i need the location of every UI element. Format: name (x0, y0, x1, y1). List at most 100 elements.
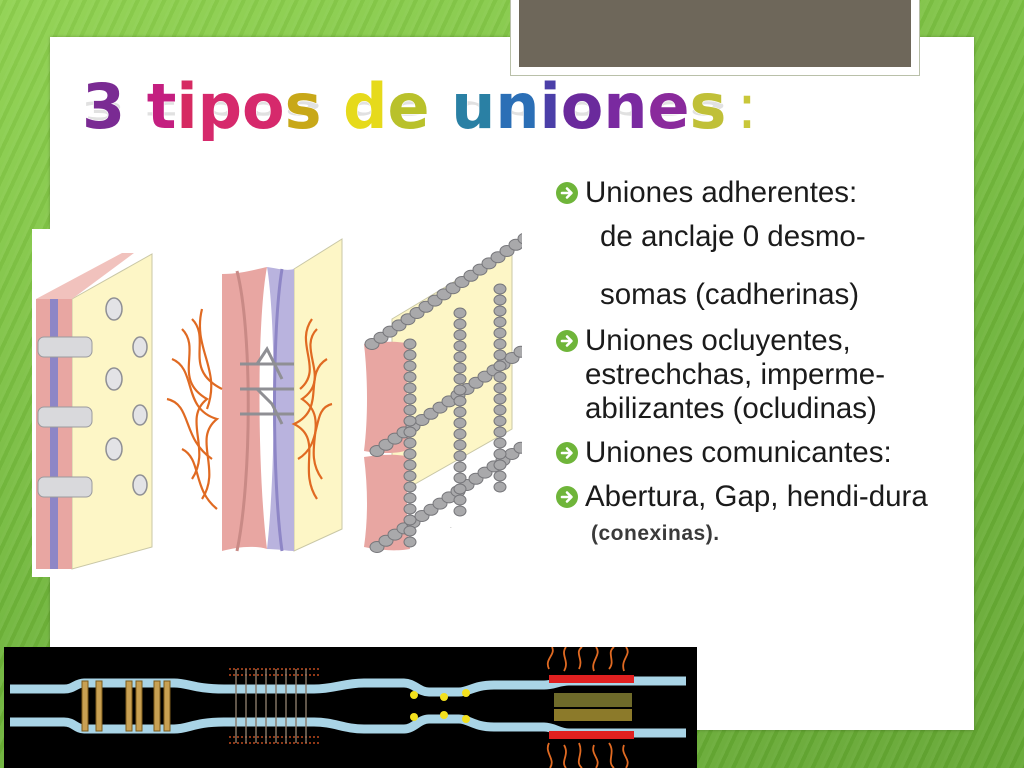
connexon-bead (453, 351, 467, 363)
adherens-bars (81, 680, 171, 732)
connexon-bead (453, 395, 467, 407)
connexon-bead (493, 338, 507, 350)
slide-title: 3 tipos de uniones 3 tipos de uniones: (82, 68, 902, 163)
tight-junction-panel (166, 238, 343, 552)
connexon-bead (453, 450, 467, 462)
tight-junction-strands (229, 668, 319, 744)
desmosome-panel (36, 253, 153, 570)
connexon-beads (364, 232, 533, 553)
connexon-bead (403, 338, 417, 350)
junctions-diagram: · (36, 232, 533, 570)
connexon-bead (453, 362, 467, 374)
connexon-bead (453, 472, 467, 484)
junction-cross-section-strip (4, 646, 697, 768)
connexon-bead (403, 470, 417, 482)
bullet-text: somas (cadherinas) (600, 278, 860, 311)
connexon-bead (403, 503, 417, 515)
top-tab-fill (519, 0, 911, 67)
connexon-bead (403, 459, 417, 471)
title-text: 3 tipos de uniones: (82, 70, 757, 143)
bullet-continuation: somas (cadherinas) (555, 278, 1015, 312)
connexon-bead (453, 439, 467, 451)
connexon-bead (493, 382, 507, 394)
top-decorative-tab (510, 0, 920, 76)
bullet-circle-arrow-icon (556, 442, 578, 464)
title-reflection: 3 tipos de uniones (82, 95, 726, 125)
connexon-bead (453, 384, 467, 396)
title-letter (322, 70, 344, 143)
connexon-bead (493, 305, 507, 317)
bullet-text: de anclaje 0 desmo- (600, 220, 866, 253)
title-letter: o (561, 70, 604, 143)
connexon-bead (453, 505, 467, 517)
connexon-bead (403, 349, 417, 361)
connexon-bead (493, 415, 507, 427)
connexon-bead (453, 340, 467, 352)
connexon-bead (493, 349, 507, 361)
connexon-bead (403, 360, 417, 372)
title-letter: s (690, 70, 727, 143)
title-letter: n (603, 70, 647, 143)
title-letter (430, 70, 452, 143)
connexon-bead (453, 417, 467, 429)
junctions-illustration: · (32, 229, 533, 577)
connexon-bead (403, 481, 417, 493)
bullet-text: Uniones comunicantes: (585, 436, 892, 469)
bullet-text: Uniones ocluyentes, estrechchas, imperme… (585, 324, 886, 425)
intermediate-filaments (546, 646, 629, 768)
connexon-bead (403, 371, 417, 383)
title-letter: u (451, 70, 495, 143)
bullet-item-ocluyentes: Uniones ocluyentes, estrechchas, imperme… (555, 324, 1015, 426)
bullet-circle-arrow-icon (556, 330, 578, 352)
connexon-bead (453, 483, 467, 495)
connexon-bead (403, 514, 417, 526)
title-letter: e (388, 70, 430, 143)
bullet-text: Abertura, Gap, hendi-dura (585, 480, 928, 513)
desmosome-plaque (37, 336, 93, 498)
bullet-item-comunicantes: Uniones comunicantes: (555, 436, 1015, 470)
connexon-bead (453, 318, 467, 330)
connexon-bead (493, 470, 507, 482)
bullet-text: Uniones adherentes: (585, 176, 858, 209)
title-letter: p (198, 70, 242, 143)
connexon-bead (493, 437, 507, 449)
actin-fibers-left (166, 308, 223, 510)
actin-fibers-right (291, 318, 333, 500)
connexon-bead (493, 393, 507, 405)
connexon-bead (453, 307, 467, 319)
connexon-bead (493, 294, 507, 306)
connexon-bead (493, 283, 507, 295)
bullet-list: Uniones adherentes: de anclaje 0 desmo- … (555, 176, 1015, 561)
connexon-bead (453, 428, 467, 440)
gap-junction-panel (364, 232, 533, 553)
connexon-bead (493, 327, 507, 339)
connexon-bead (493, 448, 507, 460)
title-letter: s (285, 70, 322, 143)
title-colon: : (736, 70, 757, 143)
bullet-item-adherentes: Uniones adherentes: (555, 176, 1015, 210)
connexon-bead (493, 426, 507, 438)
title-letter: e (647, 70, 689, 143)
connexon-bead (403, 393, 417, 405)
connexon-bead (453, 494, 467, 506)
desmosome-plaque-strip (549, 675, 634, 739)
title-letter: i (176, 70, 197, 143)
title-letter: t (147, 70, 177, 143)
connexon-bead (493, 481, 507, 493)
bullet-continuation: de anclaje 0 desmo- (555, 220, 1015, 254)
connexon-bead (493, 360, 507, 372)
connexon-bead (403, 536, 417, 548)
title-letter: d (343, 70, 387, 143)
connexon-bead (403, 404, 417, 416)
figure-credit-mark: · (449, 525, 455, 530)
title-letter: n (495, 70, 539, 143)
connexon-bead (403, 415, 417, 427)
connexon-bead (453, 329, 467, 341)
connexon-bead (453, 461, 467, 473)
connexon-bead (403, 426, 417, 438)
connexon-bead (493, 371, 507, 383)
title-wordart: 3 tipos de uniones 3 tipos de uniones: (82, 69, 758, 143)
connexon-bead (403, 448, 417, 460)
connexon-bead (493, 316, 507, 328)
gap-connexons (410, 689, 470, 723)
